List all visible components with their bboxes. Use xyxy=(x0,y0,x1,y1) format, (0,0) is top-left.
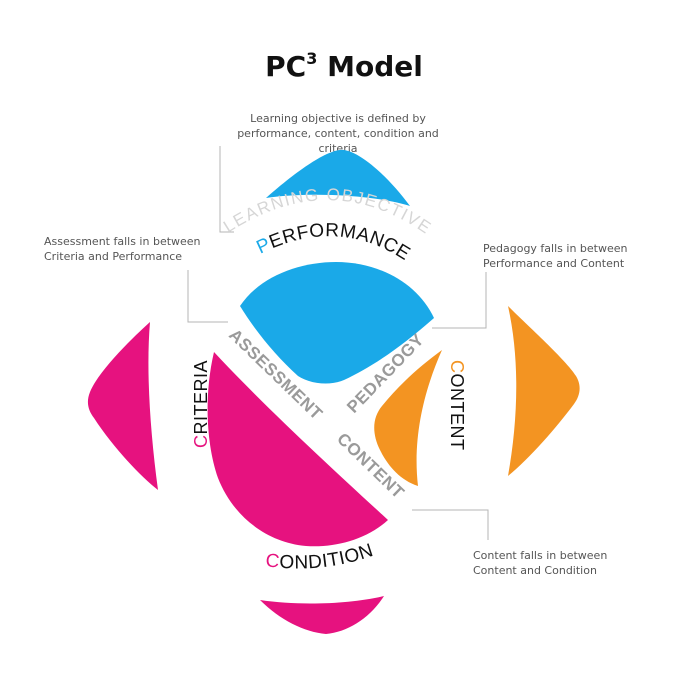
criteria-label: CRITERIA xyxy=(191,360,211,448)
title-main: PC xyxy=(265,50,307,83)
magenta-left-wedge-shape xyxy=(87,322,158,490)
learning-objective-note-line-1: Learning objective is defined by xyxy=(250,112,426,125)
pedagogy-note-line-1: Pedagogy falls in between xyxy=(483,242,628,255)
content-right-initial: C xyxy=(447,360,467,374)
criteria-initial: C xyxy=(191,435,211,449)
blue-top-cap-shape xyxy=(266,149,410,206)
criteria-rest: RITERIA xyxy=(191,360,211,435)
connector-lines xyxy=(187,146,489,540)
pedagogy-note: Pedagogy falls in between Performance an… xyxy=(483,241,627,271)
pedagogy-note-line-2: Performance and Content xyxy=(483,257,625,270)
orange-content-shape xyxy=(374,350,442,486)
content-note: Content falls in between Content and Con… xyxy=(473,548,607,578)
condition-initial: C xyxy=(264,550,281,572)
blue-performance-shape xyxy=(240,262,434,384)
title-rest: Model xyxy=(317,50,423,83)
assessment-note: Assessment falls in between Criteria and… xyxy=(44,234,201,264)
assessment-note-line-1: Assessment falls in between xyxy=(44,235,201,248)
diagram-title: PC3 Model xyxy=(0,48,688,83)
orange-right-wedge-shape xyxy=(508,306,580,476)
content-right-rest: ONTENT xyxy=(447,374,467,451)
assessment-connector xyxy=(187,270,228,323)
magenta-criteria-condition-shape xyxy=(207,352,388,547)
title-superscript: 3 xyxy=(306,48,318,68)
content-note-line-1: Content falls in between xyxy=(473,549,608,562)
content-note-line-2: Content and Condition xyxy=(473,564,597,577)
learning-objective-connector xyxy=(219,146,234,233)
magenta-bottom-cap-shape xyxy=(260,596,384,634)
performance-rest: ERFORMANCE xyxy=(266,220,413,265)
content-right-label: CONTENT xyxy=(447,360,467,451)
content-connector xyxy=(412,509,489,540)
assessment-note-line-2: Criteria and Performance xyxy=(44,250,183,263)
performance-label: PERFORMANCE xyxy=(253,220,413,265)
pedagogy-connector xyxy=(432,272,487,329)
